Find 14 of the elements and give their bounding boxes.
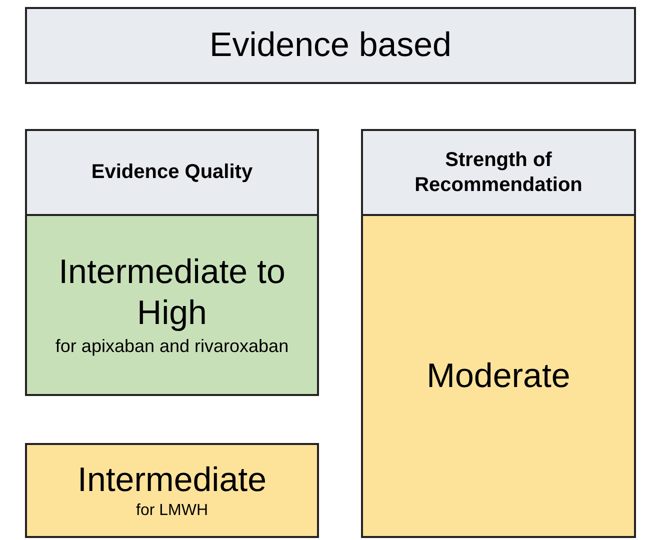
header-box xyxy=(25,129,319,216)
rating-box xyxy=(25,443,319,538)
rating-text: Moderate xyxy=(426,356,572,397)
rating-box xyxy=(25,214,319,396)
header-text: Strength of Recommendation xyxy=(414,148,584,198)
rating-text: Intermediate xyxy=(76,460,268,500)
header-text: Evidence Quality xyxy=(90,160,254,185)
rating-note: for apixaban and rivaroxaban xyxy=(54,334,290,358)
title-text: Evidence based xyxy=(208,25,452,66)
rating-text: Intermediate to High xyxy=(58,252,286,334)
rating-box xyxy=(361,214,636,538)
header-box xyxy=(361,129,636,216)
title-box xyxy=(25,7,636,84)
rating-note: for LMWH xyxy=(135,500,209,520)
